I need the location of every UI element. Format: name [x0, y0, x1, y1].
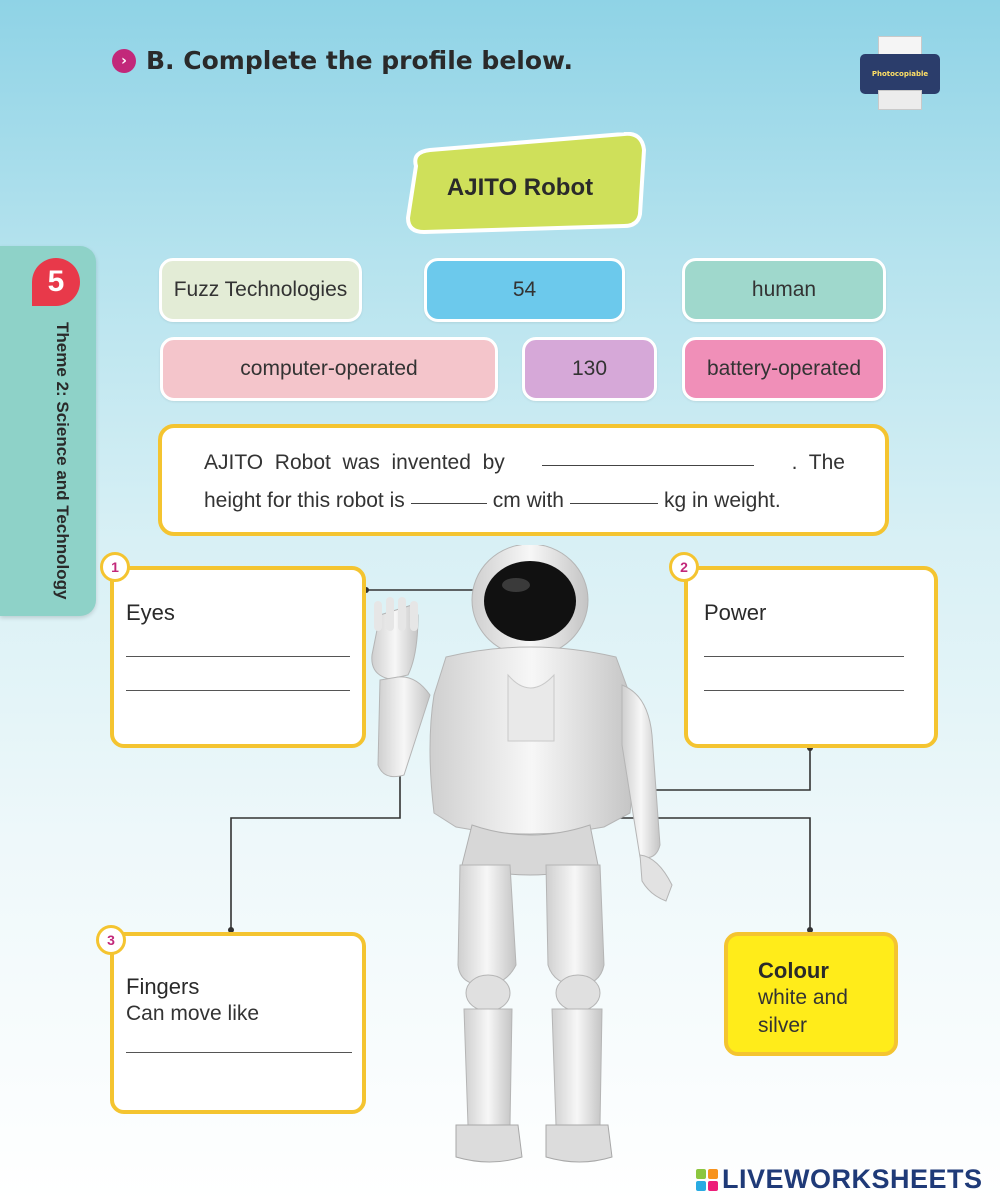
- power-heading: Power: [704, 600, 767, 625]
- eyes-heading: Eyes: [126, 600, 175, 625]
- colour-value-line-2: silver: [758, 1014, 808, 1037]
- word-chip-54[interactable]: 54: [424, 258, 625, 322]
- fingers-box: Fingers Can move like: [110, 932, 366, 1114]
- power-number-badge: 2: [669, 552, 699, 582]
- sentence-text: height for this robot is: [204, 489, 405, 512]
- printer-body: Photocopiable: [860, 54, 940, 94]
- logo-text: LIVEWORKSHEETS: [722, 1164, 983, 1194]
- inventor-blank[interactable]: [542, 444, 755, 466]
- sentence-text: AJITO Robot was invented by: [204, 451, 505, 474]
- fingers-number-badge: 3: [96, 925, 126, 955]
- colour-value-line-1: white and: [758, 986, 848, 1009]
- bullet-arrow-icon: ›: [112, 48, 136, 73]
- photocopiable-printer-icon: Photocopiable: [860, 36, 940, 112]
- word-chip-label: 54: [512, 278, 537, 301]
- weight-blank[interactable]: [569, 482, 658, 504]
- word-chip-label: human: [751, 278, 817, 301]
- power-answer-line-2[interactable]: [704, 690, 904, 691]
- word-chip-label: battery-operated: [706, 357, 862, 380]
- sentence-line-2: height for this robot is cm with kg in w…: [204, 482, 845, 520]
- printer-paper-bottom: [878, 90, 922, 110]
- word-chip-label: Fuzz Technologies: [173, 278, 348, 301]
- chapter-badge: 5: [32, 258, 80, 306]
- eyes-box: Eyes: [110, 566, 366, 748]
- theme-label: Theme 2: Science and Technology: [53, 322, 72, 600]
- word-chip-battery-operated[interactable]: battery-operated: [682, 337, 886, 401]
- colour-heading: Colour: [758, 958, 829, 983]
- sentence-text: kg in weight.: [663, 489, 781, 512]
- fingers-prompt: Can move like: [126, 1002, 260, 1025]
- word-chip-130[interactable]: 130: [522, 337, 657, 401]
- eyes-answer-line-1[interactable]: [126, 656, 350, 657]
- height-blank[interactable]: [410, 482, 487, 504]
- sentence-text: cm with: [492, 489, 564, 512]
- fingers-answer-line[interactable]: [126, 1052, 352, 1053]
- side-tab: [0, 246, 96, 616]
- word-chip-label: computer-operated: [240, 357, 418, 380]
- logo-mark-icon: [696, 1168, 718, 1191]
- instruction-text: B. Complete the profile below.: [146, 46, 574, 75]
- profile-title: AJITO Robot: [446, 174, 594, 201]
- word-chip-human[interactable]: human: [682, 258, 886, 322]
- instruction: › B. Complete the profile below.: [112, 46, 573, 75]
- fingers-heading: Fingers: [126, 974, 200, 999]
- word-chip-computer-operated[interactable]: computer-operated: [160, 337, 498, 401]
- liveworksheets-logo: LIVEWORKSHEETS: [696, 1164, 983, 1195]
- sentence-text: . The: [791, 451, 845, 474]
- power-box: Power: [684, 566, 938, 748]
- power-answer-line-1[interactable]: [704, 656, 904, 657]
- robot-illustration: [371, 545, 673, 1163]
- sentence-line-1: AJITO Robot was invented by . The: [204, 444, 845, 482]
- eyes-number-badge: 1: [100, 552, 130, 582]
- title-shape: [405, 132, 647, 234]
- sentence-box: AJITO Robot was invented by . The height…: [158, 424, 889, 536]
- eyes-answer-line-2[interactable]: [126, 690, 350, 691]
- colour-box: Colour white and silver: [724, 932, 898, 1056]
- printer-label: Photocopiable: [871, 70, 929, 78]
- word-chip-label: 130: [571, 357, 608, 380]
- word-chip-fuzz-technologies[interactable]: Fuzz Technologies: [159, 258, 362, 322]
